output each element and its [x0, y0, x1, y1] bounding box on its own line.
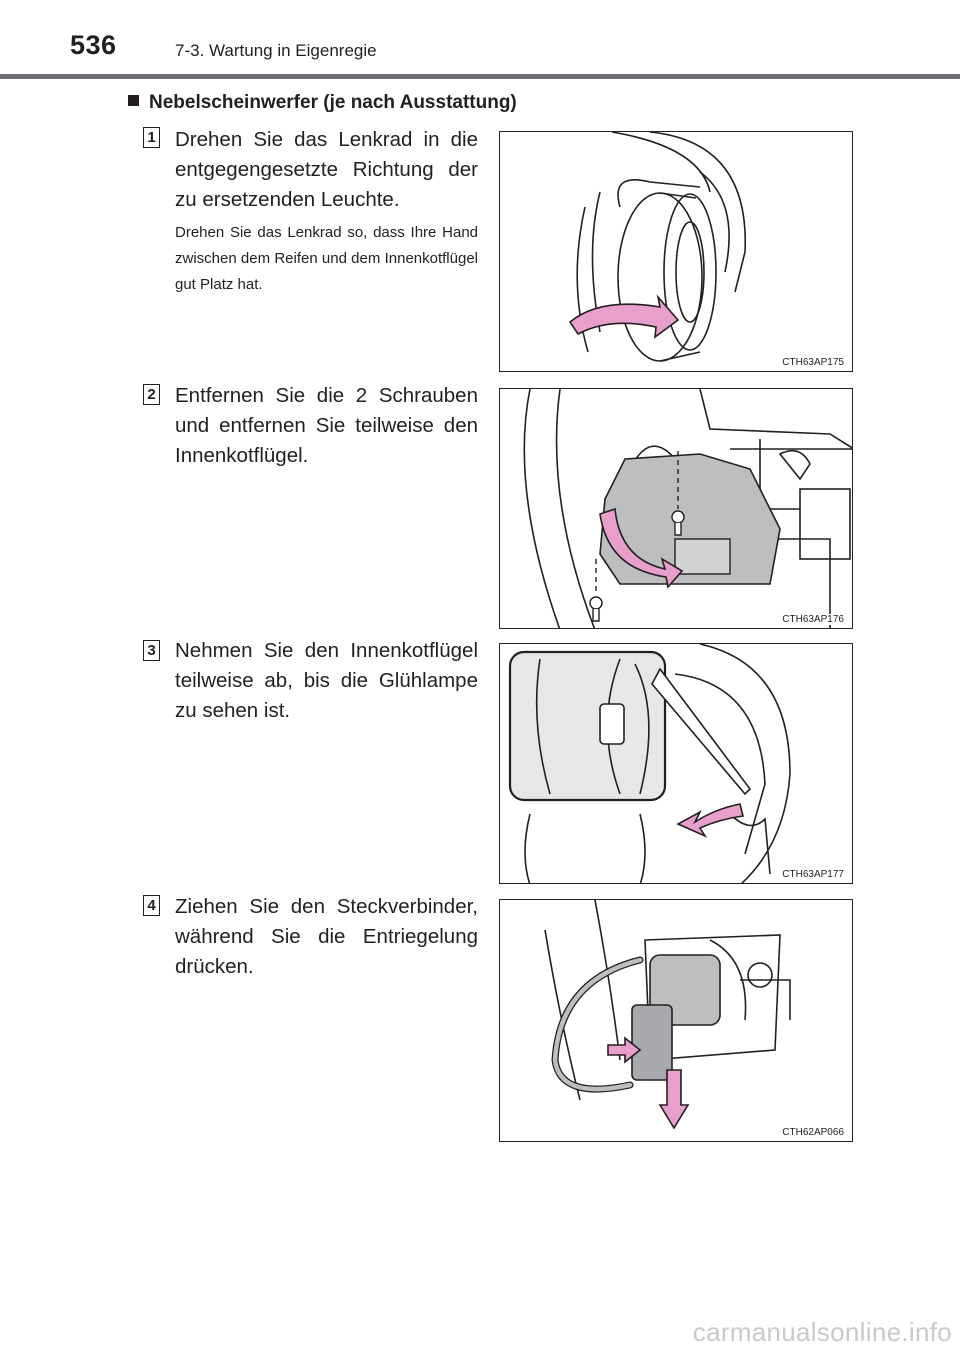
- tire-illustration: [568, 132, 746, 362]
- figure-code: CTH63AP177: [780, 869, 846, 880]
- figure-code: CTH63AP175: [780, 357, 846, 368]
- subsection-heading: Nebelscheinwerfer (je nach Ausstattung): [128, 92, 517, 114]
- screw-icon: [589, 510, 685, 622]
- step-3-text: Nehmen Sie den Innenkotflügel teilweise …: [175, 639, 478, 722]
- square-bullet-icon: [128, 95, 139, 106]
- figure-code: CTH63AP176: [780, 614, 846, 625]
- step-number-3: 3: [143, 640, 160, 661]
- connector-illustration: [544, 900, 791, 1130]
- rotate-arrow-icon: [568, 294, 680, 339]
- figure-code: CTH62AP066: [780, 1127, 846, 1138]
- figure-disconnect-connector: CTH62AP066: [499, 899, 853, 1142]
- step-number-2: 2: [143, 384, 160, 405]
- page-header: 536 7-3. Wartung in Eigenregie: [0, 0, 960, 80]
- detail-callout: [508, 650, 667, 802]
- step-number-1: 1: [143, 127, 160, 148]
- step-1-text: Drehen Sie das Lenkrad in die entgegenge…: [175, 128, 478, 211]
- figure-steering-wheel-turn: CTH63AP175: [499, 131, 853, 372]
- step-4-text: Ziehen Sie den Steckverbinder, während S…: [175, 895, 478, 978]
- figure-remove-screws: CTH63AP176: [499, 388, 853, 629]
- heading-text: Nebelscheinwerfer (je nach Ausstattung): [149, 92, 517, 113]
- connector: [631, 1004, 673, 1081]
- step-number-4: 4: [143, 895, 160, 916]
- lift-arrow-icon: [676, 803, 744, 838]
- page-number: 536: [70, 30, 117, 60]
- step-1-note: Drehen Sie das Lenkrad so, dass Ihre Han…: [175, 224, 478, 293]
- section-title: 7-3. Wartung in Eigenregie: [175, 41, 377, 60]
- inner-fender-panel: [599, 453, 781, 585]
- figure-fender-opened: CTH63AP177: [499, 643, 853, 884]
- pull-down-arrow-icon: [658, 1069, 690, 1130]
- bulb-illustration: [508, 644, 791, 883]
- watermark: carmanualsonline.info: [692, 1317, 952, 1347]
- step-2-text: Entfernen Sie die 2 Schrauben und entfer…: [175, 384, 478, 467]
- fender-illustration: [523, 389, 852, 628]
- pull-arrow-icon: [599, 507, 684, 589]
- header-rule: [0, 74, 960, 79]
- press-arrow-icon: [607, 1036, 642, 1064]
